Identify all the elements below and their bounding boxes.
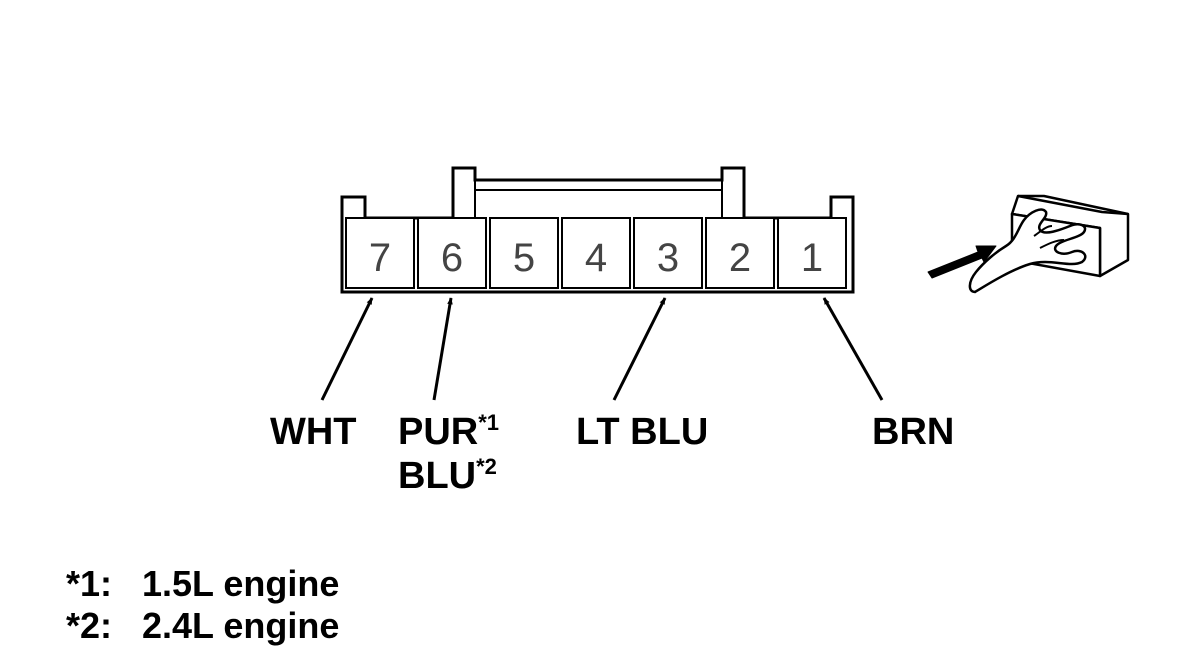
- wire-color-blu: BLU: [398, 455, 477, 497]
- wire-label-wht: WHT: [270, 411, 357, 453]
- terminal-number-3: 3: [657, 236, 679, 280]
- terminal-cell-5: [489, 217, 559, 289]
- terminal-number-4: 4: [585, 236, 607, 280]
- hand-pointing-connector-icon: [927, 194, 1130, 294]
- wire-label-pur: PUR*1: [398, 410, 500, 457]
- footnote-1-text: 1.5L engine: [142, 563, 340, 604]
- wire-label-blu: BLU*2: [398, 454, 497, 501]
- wire-color-pur: PUR: [398, 411, 479, 453]
- terminal-row: [345, 217, 847, 289]
- footnote-1: *1: 1.5L engine: [66, 564, 339, 604]
- footnote-1-mark: *1:: [66, 563, 113, 604]
- arrow-brn: [822, 297, 884, 401]
- wire-label-brn: BRN: [872, 411, 955, 453]
- terminal-cell-7: [345, 217, 415, 289]
- terminal-cell-1: [777, 217, 847, 289]
- terminal-number-2: 2: [729, 236, 751, 280]
- terminal-cell-6: [417, 217, 487, 289]
- terminal-number-7: 7: [369, 236, 391, 280]
- terminal-number-5: 5: [513, 236, 535, 280]
- arrow-wht: [320, 297, 374, 401]
- footnote-mark-2: *2: [476, 454, 497, 479]
- footnote-mark-1: *1: [478, 410, 500, 435]
- terminal-number-1: 1: [801, 236, 823, 280]
- arrow-ltblu: [612, 297, 667, 401]
- terminal-cell-3: [633, 217, 703, 289]
- footnote-2-text: 2.4L engine: [142, 605, 340, 646]
- terminal-cell-2: [705, 217, 775, 289]
- footnote-2: *2: 2.4L engine: [66, 606, 339, 646]
- terminal-number-6: 6: [441, 236, 463, 280]
- wire-label-ltblu: LT BLU: [576, 411, 709, 453]
- terminal-cell-4: [561, 217, 631, 289]
- arrow-pur: [432, 297, 453, 401]
- footnote-2-mark: *2:: [66, 605, 113, 646]
